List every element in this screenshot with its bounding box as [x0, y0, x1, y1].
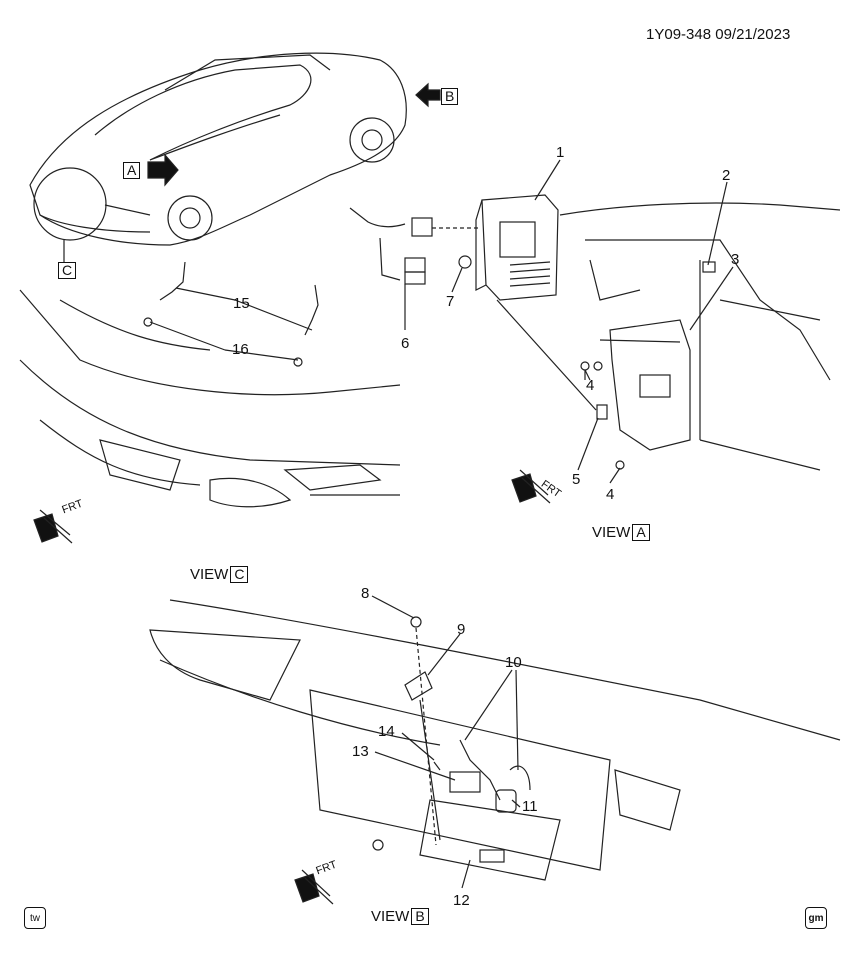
- callout-16: 16: [232, 341, 249, 358]
- radio-module: [475, 194, 559, 301]
- callout-13: 13: [352, 743, 369, 760]
- callout-10: 10: [505, 654, 522, 671]
- callout-11: 11: [522, 798, 538, 815]
- callout-3: 3: [731, 251, 740, 268]
- callout-9: 9: [457, 621, 466, 638]
- callout-5: 5: [572, 471, 581, 488]
- diagram-code: 1Y09-348 09/21/2023: [646, 26, 791, 43]
- view-c-text: VIEW: [190, 566, 229, 583]
- callout-4-upper: 4: [586, 377, 595, 394]
- gm-logo-icon: gm: [805, 907, 827, 929]
- callout-12: 12: [453, 892, 470, 909]
- view-a-text: VIEW: [592, 524, 631, 541]
- callout-7: 7: [446, 293, 455, 310]
- view-c-title: VIEW C: [190, 566, 249, 583]
- callout-1: 1: [556, 144, 565, 161]
- callout-6: 6: [401, 335, 410, 352]
- callout-2: 2: [722, 167, 731, 184]
- callout-15: 15: [233, 295, 250, 312]
- view-c-box: C: [230, 566, 249, 583]
- view-marker-b: B: [441, 88, 459, 105]
- view-marker-c: C: [58, 262, 77, 279]
- view-marker-a: A: [123, 162, 141, 179]
- callout-8: 8: [361, 585, 370, 602]
- tw-badge-icon: tw: [24, 907, 46, 929]
- callout-14: 14: [378, 723, 395, 740]
- view-a-box: A: [632, 524, 650, 541]
- view-b-box: B: [411, 908, 429, 925]
- view-a-title: VIEW A: [592, 524, 650, 541]
- view-b-title: VIEW B: [371, 908, 429, 925]
- callout-4-lower: 4: [606, 486, 615, 503]
- car-illustration: [29, 52, 407, 246]
- view-b-text: VIEW: [371, 908, 410, 925]
